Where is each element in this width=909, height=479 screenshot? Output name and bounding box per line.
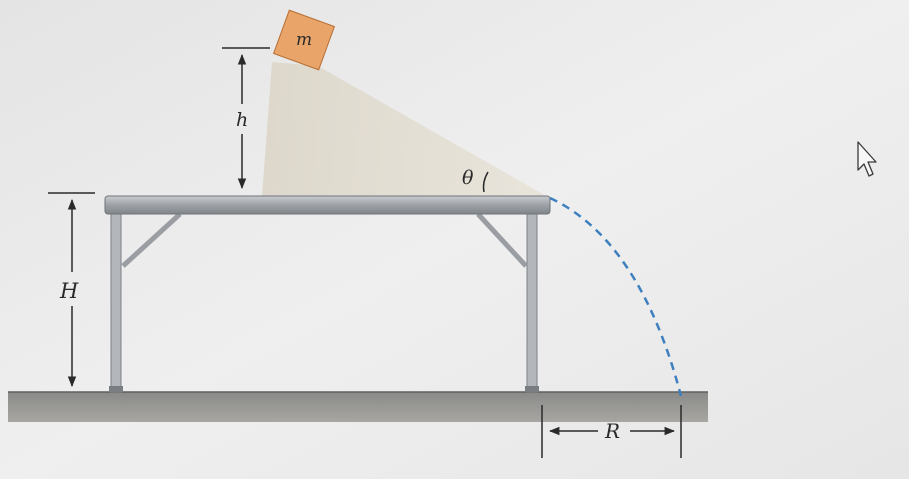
R-label: R — [604, 419, 620, 443]
theta-label: θ — [462, 167, 474, 189]
table-leg-right — [526, 211, 538, 393]
h-label: h — [236, 109, 248, 131]
angle-arc — [482, 171, 489, 193]
table-brace-right — [476, 212, 528, 268]
mass-label: m — [296, 30, 312, 50]
mouse-pointer-icon — [857, 141, 877, 177]
table-brace-left — [121, 212, 182, 268]
ground — [8, 391, 708, 422]
h-dimension — [222, 47, 270, 190]
ramp-wedge — [262, 62, 548, 197]
table-leg-left — [110, 211, 122, 393]
block — [272, 9, 336, 71]
H-dimension — [48, 192, 95, 388]
H-label: H — [59, 279, 79, 303]
R-dimension — [541, 405, 682, 458]
table — [104, 195, 551, 393]
table-top — [104, 195, 551, 215]
